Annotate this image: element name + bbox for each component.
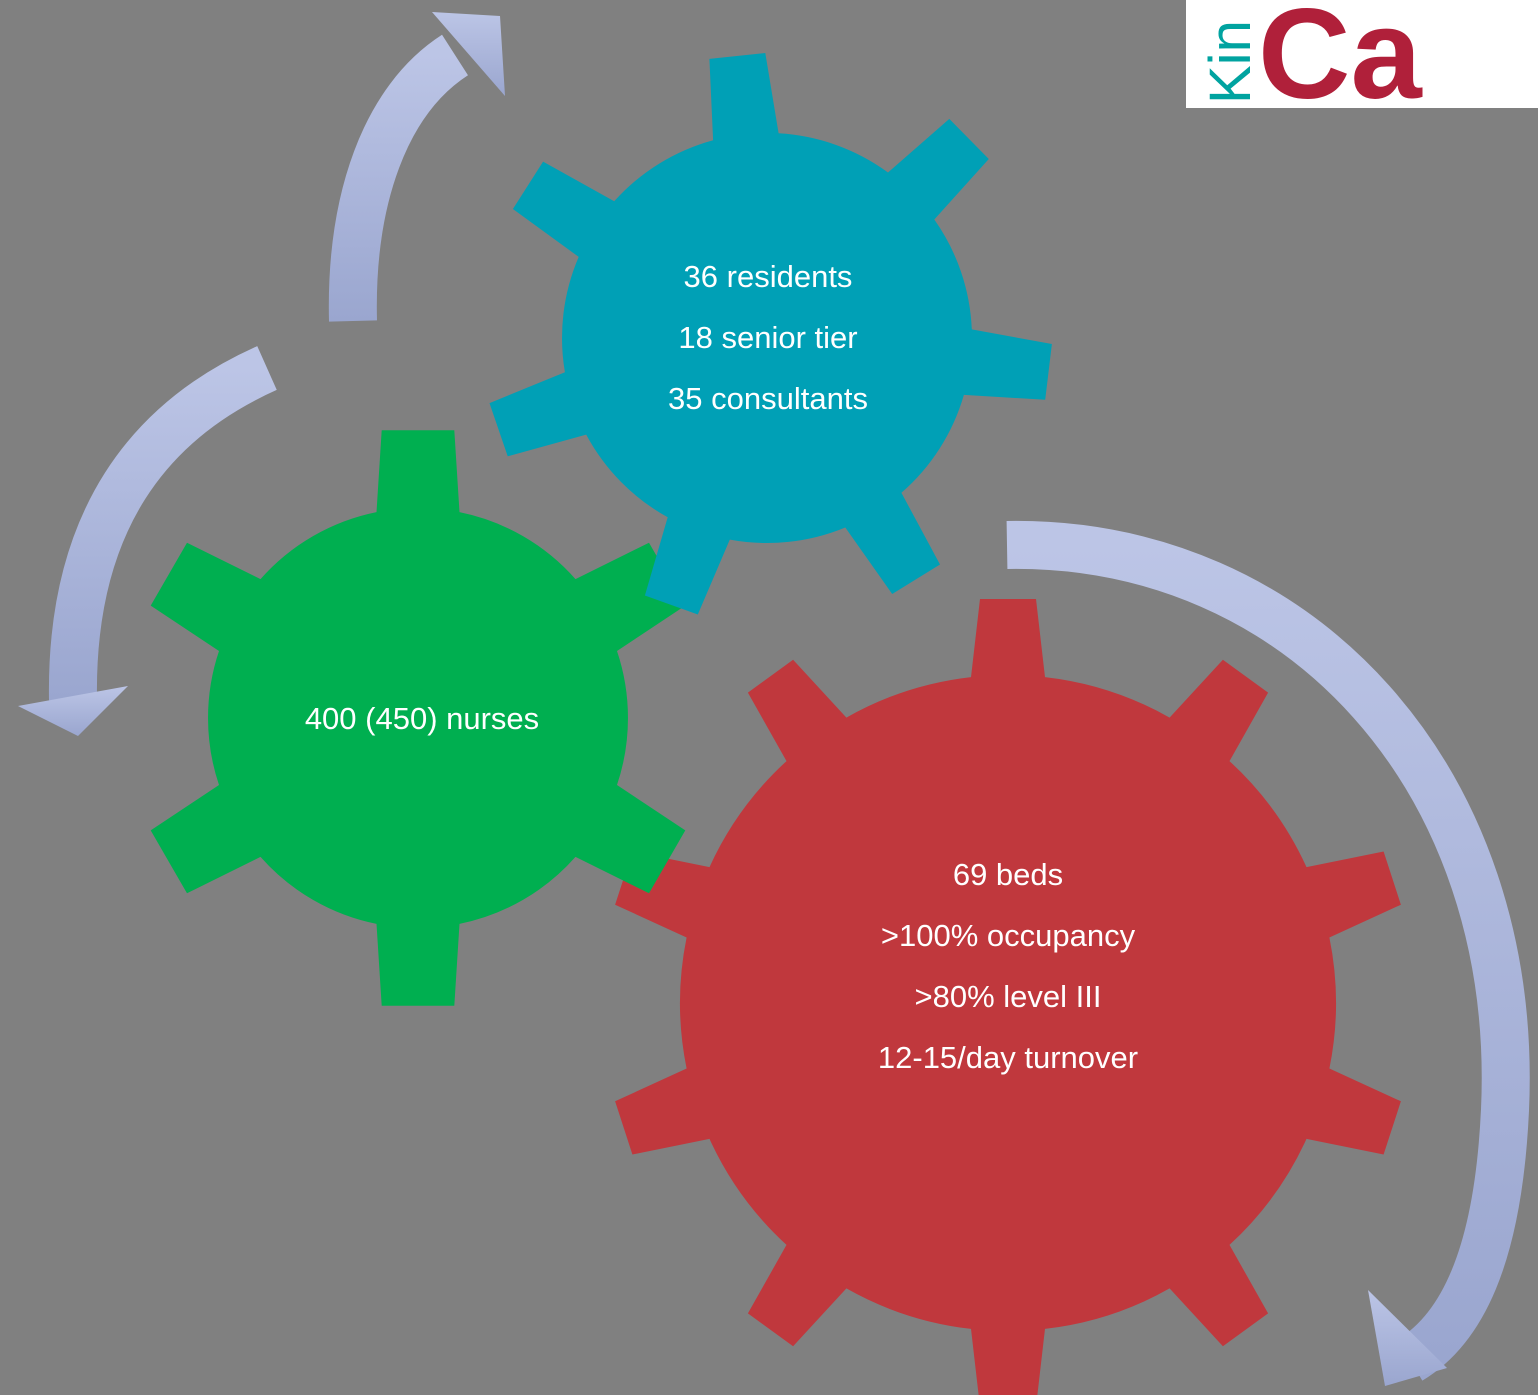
gear-nurses — [150, 430, 686, 1006]
gear-beds-line: >80% level III — [914, 979, 1102, 1014]
gear-beds-line: 69 beds — [952, 857, 1064, 892]
gear-beds — [615, 599, 1401, 1395]
gear-beds-line: >100% occupancy — [880, 918, 1136, 953]
gear-nurses-label: 400 (450) nurses — [262, 688, 582, 749]
gear-beds-line: 12-15/day turnover — [877, 1040, 1139, 1075]
gear-doctors-line: 35 consultants — [668, 381, 868, 416]
gear-doctors-line: 18 senior tier — [678, 320, 858, 355]
gear-doctors-label: 36 residents 18 senior tier 35 consultan… — [618, 246, 918, 429]
gear-doctors — [489, 53, 1052, 615]
arrow-left — [18, 346, 277, 736]
arrow-right — [1006, 520, 1530, 1386]
logo-text-left: Kin — [1198, 20, 1263, 104]
gear-nurses-line: 400 (450) nurses — [304, 701, 540, 736]
arrow-top — [328, 12, 505, 322]
logo-text-right: Ca — [1258, 0, 1422, 108]
gear-doctors-line: 36 residents — [683, 259, 853, 294]
logo: Kin Ca — [1186, 0, 1538, 108]
gear-beds-label: 69 beds >100% occupancy >80% level III 1… — [808, 844, 1208, 1088]
